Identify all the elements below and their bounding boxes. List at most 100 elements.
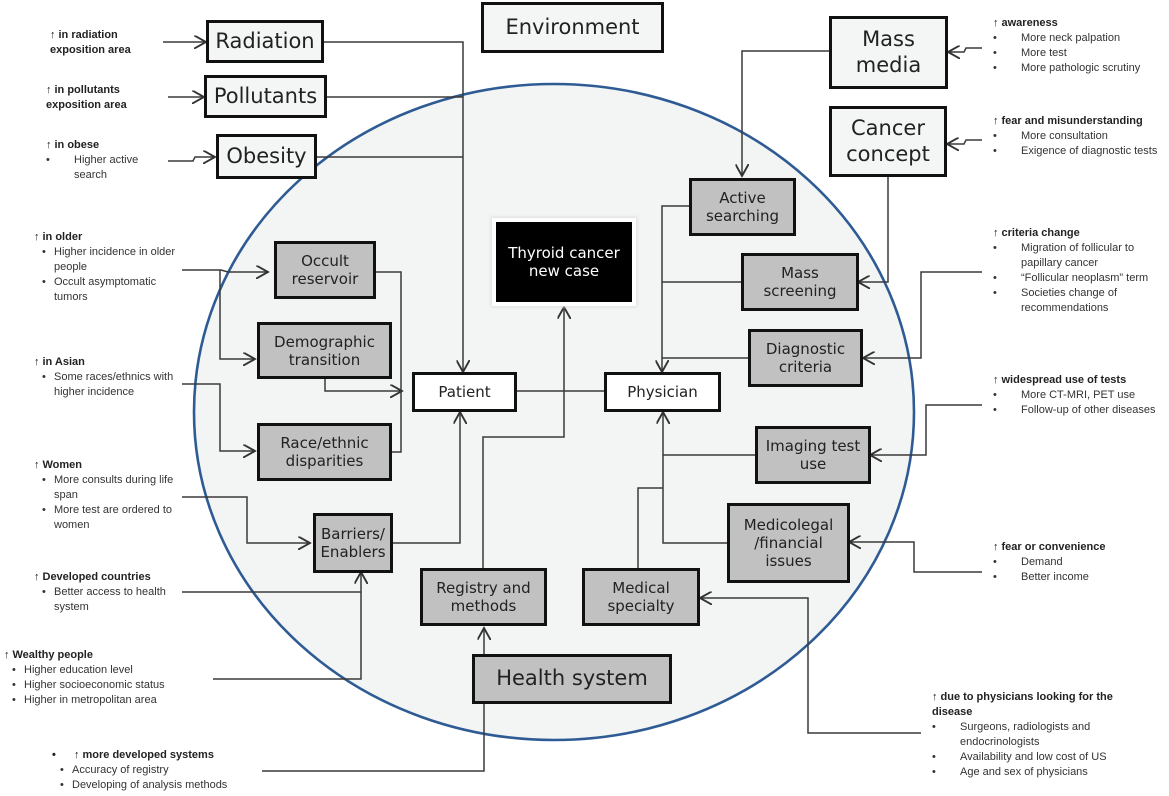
medicolegal-financial-box: Medicolegal /financial issues	[727, 503, 850, 583]
note-heading: in older	[42, 231, 83, 243]
obesity-box: Obesity	[216, 134, 317, 179]
note-radiation: ↑in radiation exposition area	[50, 28, 165, 58]
connector-demographic-patient	[324, 378, 402, 391]
connector-radiation-patient	[324, 41, 463, 372]
medical-specialty-box: Medical specialty	[582, 568, 700, 626]
note-item: Demand	[993, 555, 1163, 570]
connector-cancer-concept-screening	[858, 177, 889, 282]
note-fear: ↑fear and misunderstanding More consulta…	[993, 114, 1169, 159]
up-arrow-icon: ↑	[74, 749, 80, 761]
up-arrow-icon: ↑	[993, 17, 999, 29]
note-item: More consults during life span	[34, 473, 184, 503]
patient-box: Patient	[412, 372, 517, 412]
note-item: Availability and low cost of US	[932, 750, 1147, 765]
up-arrow-icon: ↑	[50, 29, 56, 41]
connector-women-note	[182, 496, 310, 543]
note-convenience: ↑fear or convenience Demand Better incom…	[993, 540, 1163, 585]
up-arrow-icon: ↑	[34, 356, 40, 368]
note-item: Age and sex of physicians	[932, 765, 1147, 780]
note-systems: •↑more developed systems Accuracy of reg…	[52, 748, 272, 793]
note-item: More neck palpation	[993, 31, 1169, 46]
note-heading: Wealthy people	[12, 649, 93, 661]
up-arrow-icon: ↑	[34, 459, 40, 471]
note-item: Higher incidence in older people	[34, 245, 184, 275]
connector-asian-note	[182, 383, 255, 451]
note-item: Higher education level	[4, 663, 214, 678]
note-wealthy: ↑Wealthy people Higher education level H…	[4, 648, 214, 708]
note-item: Follow-up of other diseases	[993, 403, 1169, 418]
up-arrow-icon: ↑	[46, 84, 52, 96]
note-heading: Developed countries	[42, 571, 151, 583]
diagnostic-criteria-box: Diagnostic criteria	[748, 329, 863, 387]
note-heading: fear and misunderstanding	[1001, 115, 1143, 127]
up-arrow-icon: ↑	[993, 227, 999, 239]
note-item: More CT-MRI, PET use	[993, 388, 1169, 403]
note-heading: in Asian	[42, 356, 85, 368]
connector-barriers-patient	[391, 412, 460, 544]
connector-imaging-physician	[662, 454, 755, 544]
note-pollutants: ↑in pollutants exposition area	[46, 83, 166, 113]
physician-box: Physician	[604, 372, 721, 412]
up-arrow-icon: ↑	[932, 691, 938, 703]
note-item: Better access to health system	[34, 585, 184, 615]
barriers-enablers-box: Barriers/ Enablers	[313, 513, 393, 573]
mass-media-box: Mass media	[829, 16, 948, 89]
up-arrow-icon: ↑	[993, 374, 999, 386]
connector-occult-patient	[375, 271, 402, 453]
note-item: “Follicular neoplasm” term	[993, 271, 1163, 286]
note-item: More test	[993, 46, 1169, 61]
connector-older-demographic	[219, 270, 255, 359]
connector-wealthy-note	[213, 592, 362, 680]
environment-domain-box: Environment	[481, 2, 664, 53]
note-item: More pathologic scrutiny	[993, 61, 1169, 76]
note-heading: in pollutants exposition area	[46, 84, 127, 111]
up-arrow-icon: ↑	[34, 231, 40, 243]
note-item: Exigence of diagnostic tests	[993, 144, 1169, 159]
pollutants-box: Pollutants	[204, 75, 327, 118]
note-awareness: ↑awareness More neck palpation More test…	[993, 16, 1169, 76]
note-women: ↑Women More consults during life span Mo…	[34, 458, 184, 533]
note-item: Surgeons, radiologists and endocrinologi…	[932, 720, 1147, 750]
note-heading: criteria change	[1001, 227, 1080, 239]
note-heading: Women	[42, 459, 83, 471]
note-item: More test are ordered to women	[34, 503, 184, 533]
note-heading: widespread use of tests	[1001, 374, 1127, 386]
note-heading: in obese	[54, 139, 100, 151]
note-item: Migration of follicular to papillary can…	[993, 241, 1163, 271]
note-item: Better income	[993, 570, 1163, 585]
note-heading: fear or convenience	[1001, 541, 1106, 553]
connector-criteria-note	[863, 271, 982, 358]
note-item: Occult asymptomatic tumors	[34, 275, 184, 305]
up-arrow-icon: ↑	[993, 541, 999, 553]
note-item: Accuracy of registry	[52, 763, 272, 778]
connector-active-physician	[662, 205, 689, 372]
radiation-box: Radiation	[206, 20, 324, 63]
note-heading: awareness	[1001, 17, 1058, 29]
note-heading: due to physicians looking for the diseas…	[932, 691, 1113, 718]
note-physicians: ↑due to physicians looking for the disea…	[932, 690, 1147, 780]
up-arrow-icon: ↑	[46, 139, 52, 151]
note-item: Some races/ethnics with higher incidence	[34, 370, 179, 400]
note-item: Higher in metropolitan area	[4, 693, 214, 708]
note-heading: more developed systems	[82, 749, 214, 761]
connector-physicians-note	[700, 598, 921, 734]
connector-awareness-note	[948, 48, 982, 52]
up-arrow-icon: ↑	[34, 571, 40, 583]
note-item: Higher active search	[46, 153, 166, 183]
note-older: ↑in older Higher incidence in older peop…	[34, 230, 184, 305]
thyroid-cancer-outcome-box: Thyroid cancer new case	[496, 222, 632, 302]
race-ethnic-disparities-box: Race/ethnic disparities	[257, 423, 392, 481]
connector-older-note	[182, 270, 268, 272]
active-searching-box: Active searching	[689, 178, 796, 236]
health-system-domain-box: Health system	[472, 654, 672, 704]
up-arrow-icon: ↑	[993, 115, 999, 127]
cancer-concept-box: Cancer concept	[829, 106, 947, 177]
occult-reservoir-box: Occult reservoir	[274, 241, 376, 299]
note-item: More consultation	[993, 129, 1169, 144]
connector-specialty	[637, 487, 663, 568]
mass-screening-box: Mass screening	[741, 253, 859, 311]
note-developed: ↑Developed countries Better access to he…	[34, 570, 184, 615]
imaging-test-use-box: Imaging test use	[755, 426, 871, 484]
registry-methods-box: Registry and methods	[420, 568, 547, 626]
note-item: Higher socioeconomic status	[4, 678, 214, 693]
